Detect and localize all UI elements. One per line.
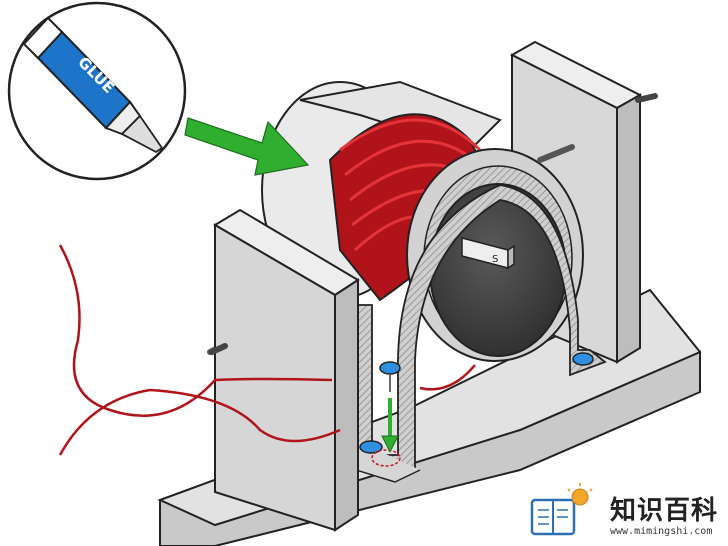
glue-tube: GLUE	[22, 16, 164, 154]
glue-inset: GLUE	[7, 1, 187, 181]
watermark-name: 知识百科	[610, 496, 719, 526]
left-support	[209, 208, 360, 532]
watermark: 知识百科 www.mimingshi.com	[528, 490, 724, 542]
pin-top	[379, 361, 401, 392]
down-arrow-icon	[381, 398, 399, 454]
pin-right	[572, 352, 594, 366]
pointer-arrow-icon	[184, 117, 310, 176]
magnet-disk: S	[429, 183, 567, 357]
watermark-bulb-icon	[567, 483, 593, 506]
watermark-url: www.mimingshi.com	[610, 526, 713, 537]
pin-bottom	[359, 440, 401, 467]
magnet-pole-label: S	[492, 254, 498, 265]
pins	[359, 352, 594, 467]
watermark-book-icon	[530, 498, 576, 536]
wire-leads	[58, 244, 476, 456]
